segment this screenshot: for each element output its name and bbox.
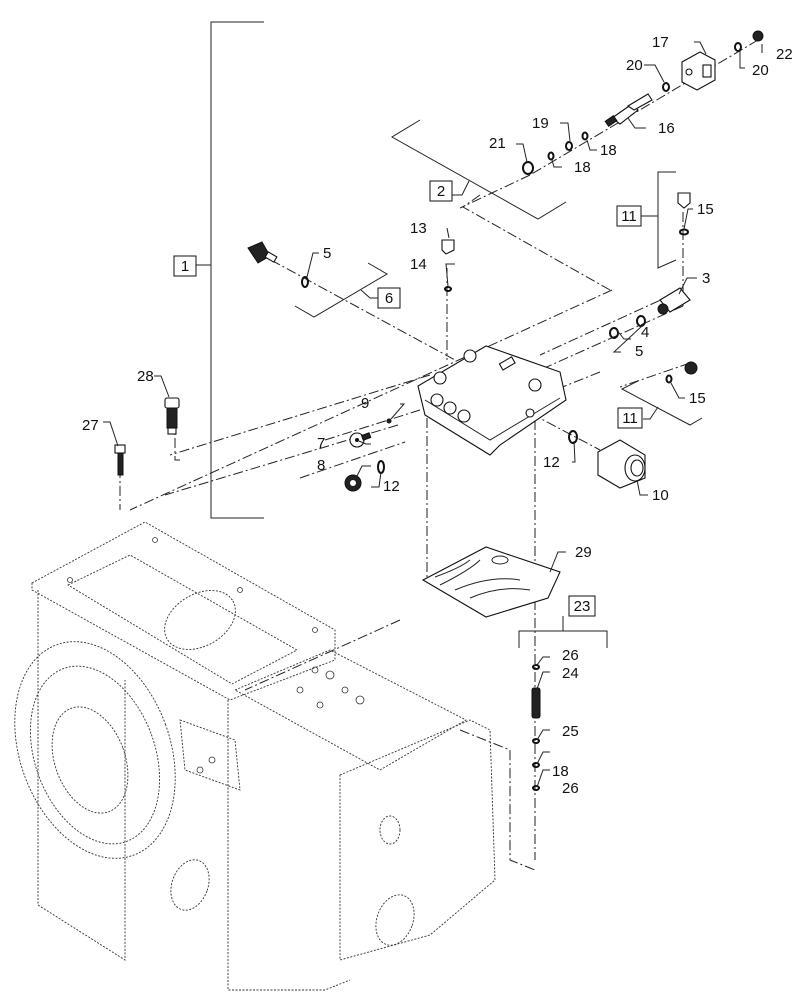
kit-label: 6 <box>385 290 393 307</box>
kit-2-bracket <box>391 119 567 220</box>
callout-24: 24 <box>562 665 579 682</box>
part-8-plug <box>344 460 385 492</box>
callout-21: 21 <box>489 135 506 152</box>
kit-6-fitting <box>247 241 309 288</box>
callout-10: 10 <box>652 487 669 504</box>
kit-23-bracket <box>518 616 608 648</box>
kit-11b-bracket <box>620 380 703 426</box>
callout-26: 26 <box>562 647 579 664</box>
part-7-plug <box>349 432 372 448</box>
callout-18: 18 <box>552 763 569 780</box>
callout-7: 7 <box>317 435 325 452</box>
kit-6-bracket <box>294 262 388 318</box>
callout-28: 28 <box>137 368 154 385</box>
leader-lines <box>103 41 763 788</box>
callout-4: 4 <box>641 324 649 341</box>
control-valve-body <box>417 345 567 456</box>
callout-26: 26 <box>562 780 579 797</box>
kit-box-11a: 11 <box>616 205 642 227</box>
kit-1-bracket <box>196 21 264 519</box>
part-11-plug-top <box>677 192 691 236</box>
gasket <box>421 546 561 618</box>
kit-23-stack <box>531 664 541 791</box>
callout-19: 19 <box>532 115 549 132</box>
callout-18: 18 <box>574 159 591 176</box>
callout-8: 8 <box>317 457 325 474</box>
assembly-centerlines <box>119 39 759 871</box>
part-9-o-ring <box>386 418 392 424</box>
kit-label: 1 <box>181 258 189 275</box>
callout-15: 15 <box>697 201 714 218</box>
callout-25: 25 <box>562 723 579 740</box>
callout-27: 27 <box>82 417 99 434</box>
kit-label: 23 <box>574 598 591 615</box>
callout-13: 13 <box>410 220 427 237</box>
callout-12: 12 <box>383 478 400 495</box>
callout-12: 12 <box>543 454 560 471</box>
callout-16: 16 <box>658 120 675 137</box>
callout-labels: 3 4 5 5 7 8 9 10 12 12 13 14 15 15 16 17… <box>82 34 793 797</box>
top-seal-rings <box>522 42 742 175</box>
part-10-solenoid-coil <box>568 430 646 489</box>
callout-18: 18 <box>600 142 617 159</box>
kit-box-6: 6 <box>377 287 401 309</box>
part-17-solenoid-coil <box>681 51 716 91</box>
callout-3: 3 <box>702 270 710 287</box>
callout-9: 9 <box>361 395 369 412</box>
part-11-plug-lower <box>665 361 698 384</box>
kit-box-1: 1 <box>173 255 197 277</box>
part-13-plug <box>441 239 455 255</box>
part-14-o-ring <box>444 286 452 292</box>
part-28-pressure-sensor <box>164 397 180 435</box>
kit-label: 11 <box>622 410 638 427</box>
part-16-solenoid-valve <box>604 93 653 128</box>
callout-5: 5 <box>635 343 643 360</box>
kit-label: 2 <box>437 183 445 200</box>
part-3-cartridge <box>609 287 691 339</box>
callout-29: 29 <box>575 544 592 561</box>
kit-box-11b: 11 <box>617 407 643 429</box>
callout-15: 15 <box>689 390 706 407</box>
transmission-housing <box>14 521 496 991</box>
callout-22: 22 <box>776 46 793 63</box>
kit-11a-bracket <box>641 171 677 269</box>
kit-box-23: 23 <box>568 595 596 617</box>
callout-20: 20 <box>752 62 769 79</box>
callout-20: 20 <box>626 57 643 74</box>
callout-14: 14 <box>410 256 427 273</box>
kit-box-2: 2 <box>429 180 453 202</box>
callout-5: 5 <box>323 245 331 262</box>
kit-label: 11 <box>621 208 637 225</box>
callout-17: 17 <box>652 34 669 51</box>
part-27-bolt <box>114 444 126 476</box>
part-22-nut <box>752 30 764 42</box>
